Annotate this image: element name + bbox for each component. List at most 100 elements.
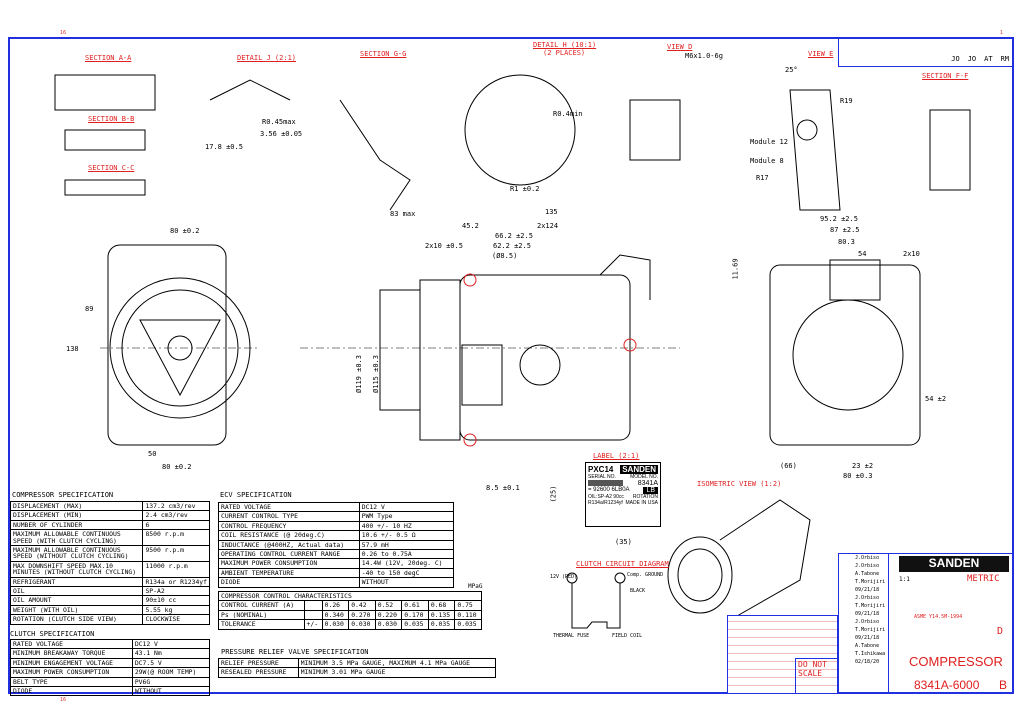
spec-value: 2.4 cm3/rev	[142, 510, 210, 521]
zone-label: 1	[1000, 30, 1004, 36]
spec-label: MAXIMUM ALLOWABLE CONTINUOUS SPEED (WITH…	[9, 529, 144, 547]
spec-value: 0.42	[348, 600, 376, 611]
spec-value: 0.035	[401, 619, 429, 630]
spec-value: 0.52	[374, 600, 403, 611]
isometric-view	[667, 499, 811, 621]
dimension: 50	[148, 450, 157, 458]
spec-value: 8500 r.p.m	[142, 529, 210, 547]
model-label: MODEL NO.	[630, 474, 658, 480]
table-row: DISPLACEMENT (MAX)137.2 cm3/rev	[9, 500, 210, 512]
signer: J.Orbiso	[855, 619, 880, 625]
circuit-fuse-label: THERMAL FUSE	[553, 633, 590, 639]
spec-value: 0.135	[427, 609, 456, 621]
label-model: PXC14	[588, 465, 614, 474]
dimension: 87 ±2.5	[830, 226, 860, 234]
section-gg	[339, 99, 411, 211]
dimension: R0.4min	[553, 110, 583, 118]
spec-value	[303, 600, 323, 611]
spec-value: MINIMUM 3.5 MPa GAUGE, MAXIMUM 4.1 MPa G…	[297, 657, 497, 669]
sign-date: 09/21/18	[855, 635, 880, 641]
spec-label: COIL RESISTANCE (@ 20deg.C)	[218, 530, 360, 541]
spec-label: CONTROL FREQUENCY	[218, 520, 360, 532]
table-row: COIL RESISTANCE (@ 20deg.C)10.6 +/- 0.5 …	[218, 530, 455, 541]
table-row: MAXIMUM ALLOWABLE CONTINUOUS SPEED (WITH…	[9, 529, 210, 547]
detail-j	[209, 79, 291, 101]
signer: T.Morijiri	[855, 627, 886, 633]
spec-label: AMBIENT TEMPERATURE	[218, 567, 360, 579]
view-e-title: VIEW E	[808, 50, 834, 58]
signer: J.Orbiso	[855, 563, 880, 569]
table-row: WEIGHT (WITH OIL)5.55 kg	[9, 604, 210, 616]
spec-value: 0.340	[321, 609, 350, 621]
dimension: R17	[756, 174, 769, 182]
signer: T.Ishikawa	[855, 651, 886, 657]
spec-value: 10.6 +/- 0.5 Ω	[358, 530, 455, 541]
dimension: 25°	[785, 66, 798, 74]
spec-label: OIL AMOUNT	[9, 595, 144, 606]
rev-initial: JO	[967, 55, 977, 63]
spec-label: OIL	[9, 586, 144, 597]
spec-value: 43.1 Nm	[131, 648, 211, 659]
revision: B	[999, 678, 1008, 692]
section-ff	[929, 109, 971, 191]
spec-label: DIODE	[10, 686, 133, 697]
label-brand: SANDEN	[620, 465, 658, 474]
dimension: 80 ±0.2	[170, 227, 200, 235]
signer: T.Morijiri	[855, 579, 886, 585]
sanden-logo: SANDEN	[899, 556, 1009, 572]
zone-label: 16	[60, 30, 67, 36]
table-row: DISPLACEMENT (MIN)2.4 cm3/rev	[9, 510, 210, 521]
view-e	[789, 89, 841, 211]
sign-date: 09/21/18	[855, 587, 880, 593]
spec-value: 0.030	[348, 619, 376, 630]
clutch-spec-caption: CLUTCH SPECIFICATION	[10, 630, 95, 638]
scale: 1:1	[899, 576, 910, 583]
spec-value: 0.61	[401, 600, 429, 611]
spec-label: BELT TYPE	[10, 676, 133, 688]
dimension: R19	[840, 97, 853, 105]
units: METRIC	[967, 574, 1000, 584]
side-view	[379, 254, 651, 441]
section-bb-title: SECTION B-B	[88, 115, 135, 123]
dimension: Module 12	[750, 138, 788, 146]
spec-value: DC12 V	[358, 501, 455, 513]
spec-value: 0.75	[454, 600, 482, 611]
dimension: 89	[85, 305, 94, 313]
rev-initial: JO	[951, 55, 960, 63]
signer: J.Orbiso	[855, 555, 880, 561]
view-d-title: VIEW D	[667, 43, 693, 51]
oil-text: OIL:SP-A2 90cc	[588, 494, 624, 500]
spec-label: RESEALED PRESSURE	[218, 667, 299, 678]
circuit-coil-label: FIELD COIL	[612, 633, 643, 639]
spec-value: 6	[142, 519, 210, 531]
dimension: 2x124	[537, 222, 559, 230]
standard: ASME Y14.5M-1994	[914, 614, 963, 620]
spec-label: DISPLACEMENT (MAX)	[9, 500, 144, 512]
detail-h	[464, 74, 576, 186]
serial-number: = 92600 6LB0A	[588, 487, 630, 493]
dimension: 23 ±2	[852, 462, 874, 470]
spec-label: DISPLACEMENT (MIN)	[9, 510, 144, 521]
dimension: 135	[545, 208, 558, 216]
spec-value: 0.035	[427, 619, 456, 630]
spec-label: MAXIMUM POWER CONSUMPTION	[218, 558, 360, 569]
detail-h-subtitle: (2 PLACES)	[543, 49, 586, 57]
dimension: R0.45max	[262, 118, 296, 126]
spec-value: DC12 V	[131, 638, 211, 650]
rear-view	[769, 259, 921, 446]
spec-value: 57.9 mH	[358, 539, 455, 551]
dimension: Ø119 ±0.3	[354, 355, 363, 393]
spec-label: MINIMUM ENGAGEMENT VOLTAGE	[10, 657, 133, 669]
code-badge: LB	[643, 487, 658, 494]
isometric-title: ISOMETRIC VIEW (1:2)	[697, 480, 782, 488]
